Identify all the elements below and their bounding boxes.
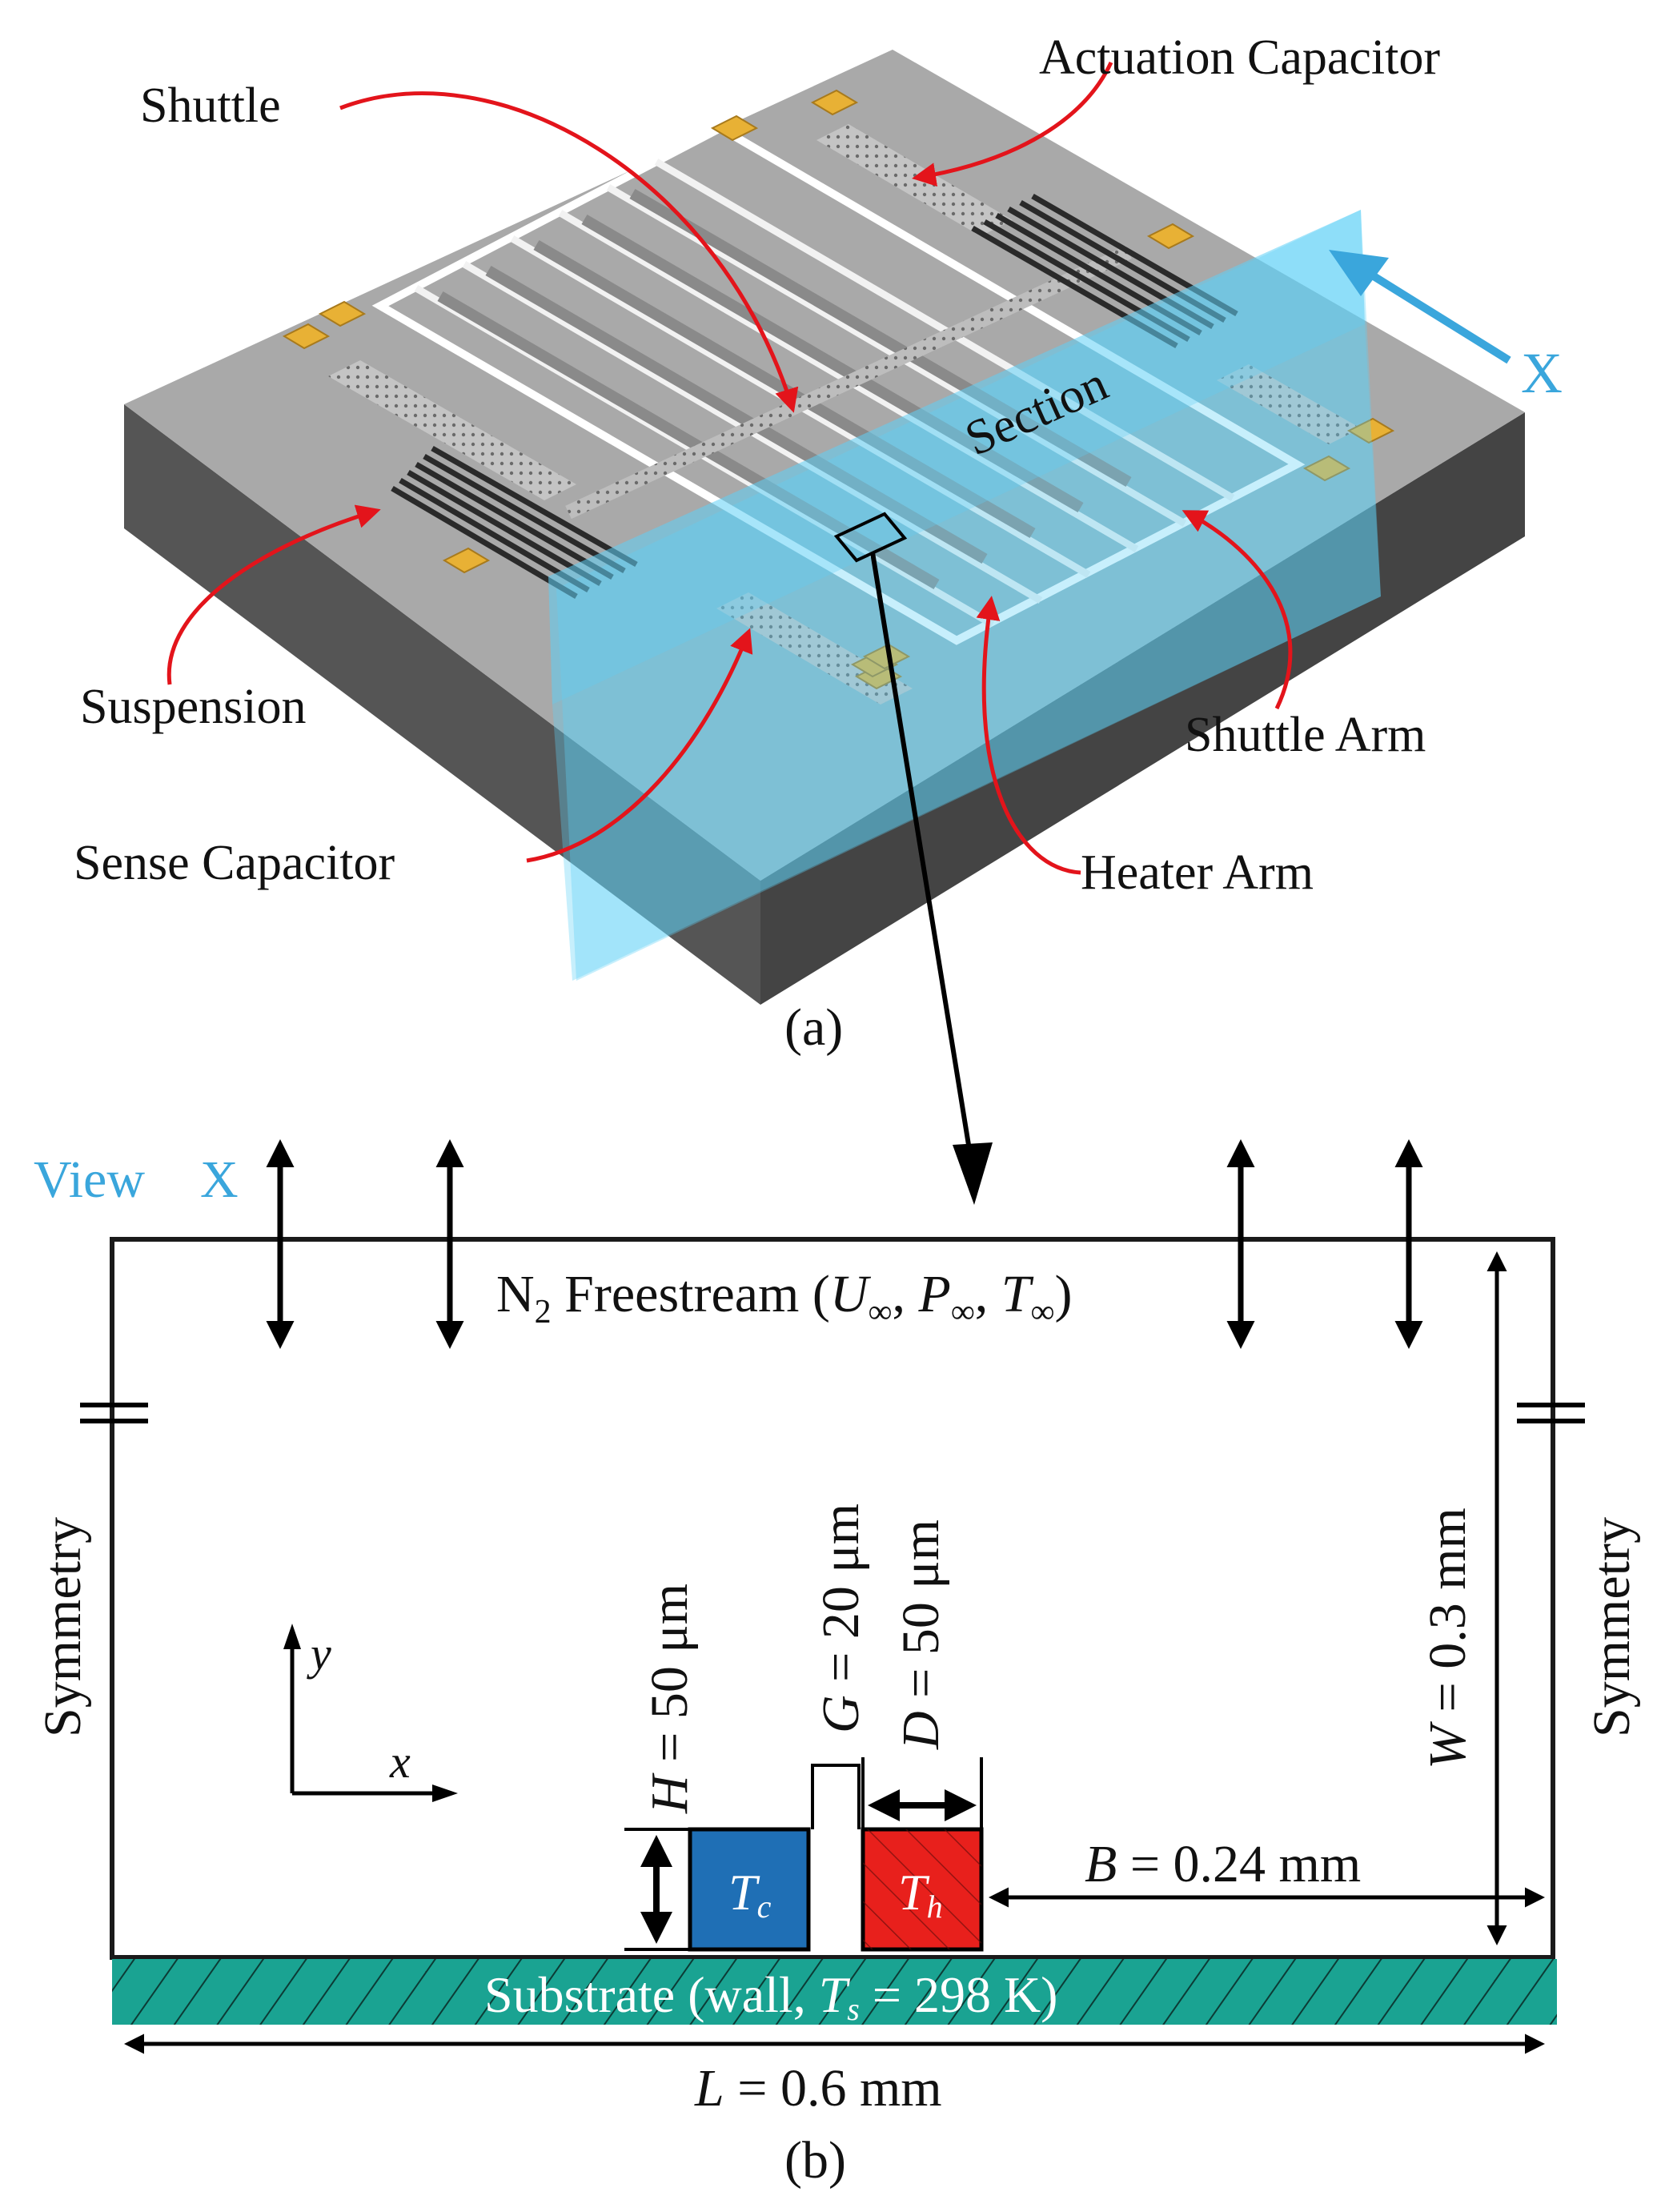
gold-pads (282, 89, 1395, 690)
freestream-T: T (1001, 1265, 1034, 1323)
hot-beam-sub: h (927, 1889, 943, 1925)
freestream-sep-1: , (892, 1265, 918, 1323)
cold-beam (688, 1827, 811, 1952)
substrate-symbol: T (819, 1966, 851, 2023)
symmetry-tick-left (80, 1403, 148, 1423)
view-x-label: X (1521, 341, 1563, 405)
substrate-pre: Substrate (wall, (484, 1966, 819, 2023)
dim-G-value: = 20 μm (812, 1503, 870, 1695)
freestream-text: Freestream ( (552, 1265, 830, 1323)
substrate-label: Substrate (wall, Ts = 298 K) (484, 1966, 1057, 2027)
freestream-arrows (266, 1139, 1423, 1349)
section-plane-lower (552, 324, 1381, 981)
dim-D-label: D = 50 μm (892, 1519, 950, 1750)
dim-W-value: = 0.3 mm (1418, 1507, 1477, 1725)
freestream-P: P (917, 1265, 950, 1323)
dim-H-label: H = 50 μm (640, 1584, 699, 1814)
dim-H (624, 1828, 690, 1951)
dim-D-symbol: D (892, 1711, 950, 1750)
freestream-U-inf: ∞ (869, 1294, 893, 1331)
freestream-species-sub: 2 (535, 1294, 552, 1331)
label-heater-arm: Heater Arm (1081, 845, 1314, 900)
section-plane-front (548, 210, 1365, 705)
freestream-P-inf: ∞ (951, 1294, 975, 1331)
label-shuttle: Shuttle (140, 78, 281, 133)
dim-G-label: G = 20 μm (812, 1503, 870, 1733)
freestream-sep-2: , (975, 1265, 1001, 1323)
label-sense-capacitor: Sense Capacitor (74, 836, 395, 890)
dim-L-symbol: L (694, 2059, 724, 2118)
dim-H-value: = 50 μm (640, 1584, 699, 1775)
view-label: View (34, 1150, 145, 1209)
symmetry-right: Symmetry (1583, 1517, 1641, 1737)
view-x-arrow (1358, 264, 1511, 364)
label-actuation-capacitor: Actuation Capacitor (1039, 30, 1440, 85)
axis-y-label: y (307, 1628, 331, 1680)
label-suspension: Suspension (80, 680, 306, 734)
cold-beam-label: Tc (728, 1864, 772, 1925)
substrate-sub: s (847, 1991, 860, 2027)
dim-D (861, 1757, 983, 1829)
dim-W-label: W = 0.3 mm (1418, 1507, 1477, 1769)
symmetry-tick-right (1517, 1403, 1585, 1423)
freestream-T-inf: ∞ (1030, 1294, 1054, 1331)
domain-boundary (110, 1237, 1555, 1960)
dim-B-label: B = 0.24 mm (1085, 1835, 1361, 1893)
dim-H-symbol: H (640, 1772, 699, 1814)
freestream-U: U (830, 1265, 872, 1323)
dim-G (811, 1764, 861, 1829)
pointer-arrows (166, 61, 1293, 875)
zoom-arrow (870, 552, 971, 1146)
freestream-species: N (496, 1265, 535, 1323)
caption-a: (a) (784, 998, 843, 1057)
dim-D-value: = 50 μm (892, 1519, 950, 1711)
dim-B-value: = 0.24 mm (1117, 1835, 1361, 1893)
caption-b: (b) (784, 2131, 846, 2190)
inspection-window (833, 512, 908, 563)
cold-beam-sub: c (757, 1889, 772, 1925)
suspension-comb-left (391, 445, 638, 600)
view-letter: X (200, 1150, 239, 1209)
coordinate-axes (290, 1641, 440, 1796)
dim-G-symbol: G (812, 1695, 870, 1733)
substrate-post: = 298 K) (860, 1966, 1058, 2023)
dim-L-label: L = 0.6 mm (694, 2059, 942, 2118)
freestream-label: N2 Freestream (U∞, P∞, T∞) (496, 1265, 1072, 1331)
panel-a-device: Section X Actuation Capacitor Shuttle Su… (74, 30, 1563, 1205)
dim-W-symbol: W (1418, 1721, 1477, 1769)
dim-L-value: = 0.6 mm (724, 2059, 942, 2118)
axis-x-label: x (389, 1736, 411, 1788)
chip-side-right (760, 412, 1525, 1005)
label-shuttle-arm: Shuttle Arm (1185, 708, 1426, 762)
symmetry-left: Symmetry (34, 1517, 92, 1737)
freestream-close: ) (1054, 1265, 1072, 1323)
dim-B-symbol: B (1085, 1835, 1117, 1893)
hot-beam-label: Th (898, 1864, 943, 1925)
hot-beam-symbol: T (898, 1864, 930, 1921)
cold-beam-symbol: T (728, 1864, 760, 1921)
panel-b-domain: View X N2 Freestream (U∞, P∞, T∞) Symmet… (34, 1139, 1641, 2190)
chip-side-left (124, 404, 760, 1005)
